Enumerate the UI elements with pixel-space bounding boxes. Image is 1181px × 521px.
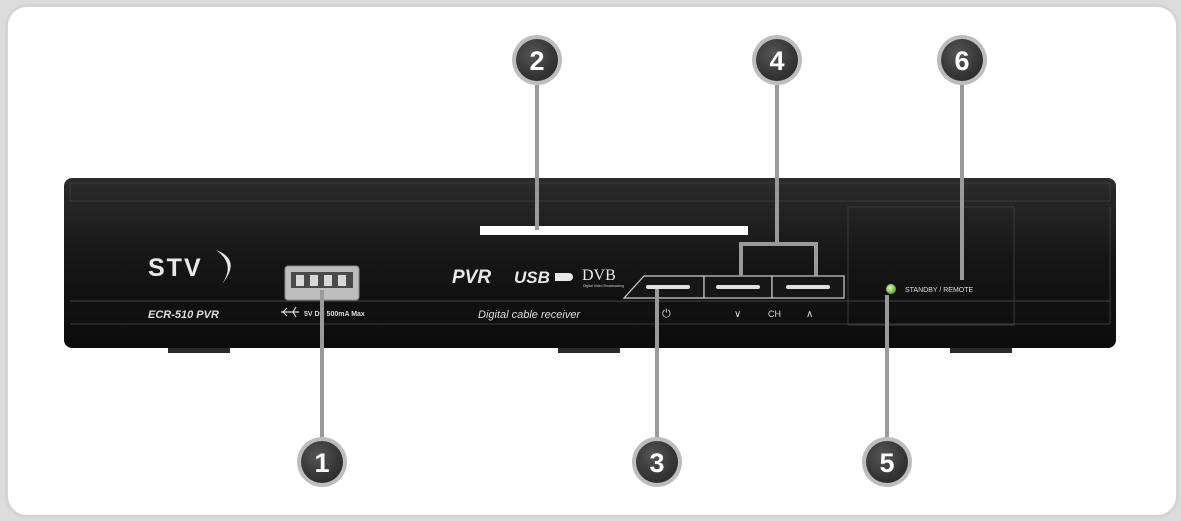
callout-2: 2 [512, 35, 562, 85]
power-button-bar [646, 285, 690, 289]
dvb-logo: DVB [582, 267, 616, 284]
usb-pin [324, 275, 332, 286]
up-label: ∧ [806, 309, 813, 320]
channel-up-button-bar [786, 285, 830, 289]
foot-left [168, 345, 230, 353]
down-label: ∨ [734, 309, 741, 320]
callout-4: 4 [752, 35, 802, 85]
callout-number: 4 [769, 46, 784, 76]
receiver-body [64, 178, 1116, 348]
callout-1: 1 [297, 437, 347, 487]
product-description: Digital cable receiver [478, 309, 581, 321]
usb-pin [296, 275, 304, 286]
brand-logo: STV [148, 254, 203, 282]
display-window [480, 226, 748, 235]
power-label: ⏻ [662, 307, 671, 320]
foot-right [950, 345, 1012, 353]
usb-logo-plug-icon [555, 273, 573, 281]
callout-number: 1 [314, 448, 329, 478]
callout-number: 2 [529, 46, 544, 76]
usb-pin [338, 275, 346, 286]
callout-number: 3 [649, 448, 664, 478]
callout-number: 6 [954, 46, 969, 76]
callout-3: 3 [632, 437, 682, 487]
usb-pin [310, 275, 318, 286]
usb-logo: USB [514, 268, 550, 287]
channel-down-button-bar [716, 285, 760, 289]
brand-swoosh-icon [216, 250, 231, 284]
receiver-top-trim [69, 182, 1111, 202]
callout-5: 5 [862, 437, 912, 487]
foot-center [558, 345, 620, 353]
standby-remote-label: STANDBY / REMOTE [905, 287, 974, 294]
callout-number: 5 [879, 448, 894, 478]
callout-6: 6 [937, 35, 987, 85]
standby-led [886, 284, 896, 294]
usb-port-slot [291, 272, 353, 288]
usb-power-label: 5V DC 500mA Max [304, 311, 365, 318]
model-name: ECR-510 PVR [148, 309, 219, 321]
pvr-logo: PVR [452, 267, 491, 288]
usb-symbol-icon [281, 306, 299, 318]
ch-label: CH [768, 309, 781, 319]
dvb-tagline: Digital Video Broadcasting [583, 284, 624, 288]
leader-lines [320, 84, 964, 438]
